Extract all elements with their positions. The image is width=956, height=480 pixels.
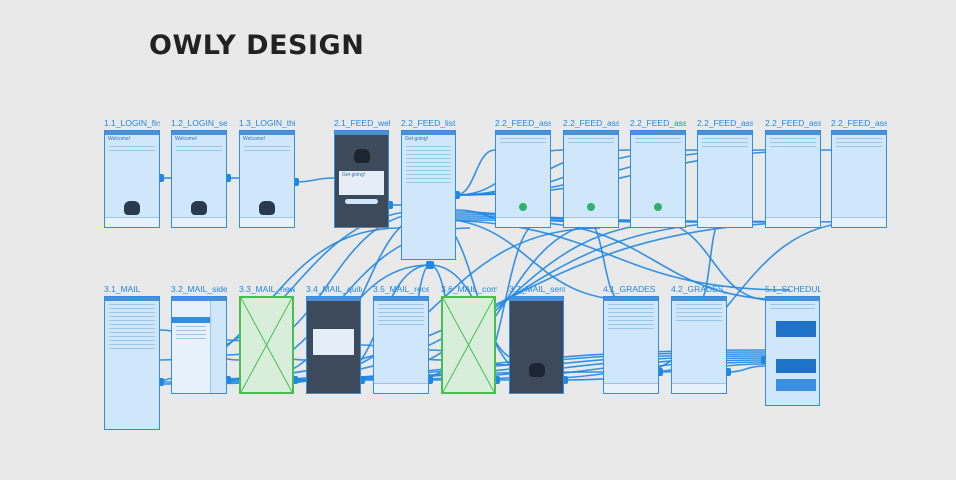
artboard-label-grades[interactable]: 4.1_GRADES [603,284,659,294]
artboard-label-mail-new[interactable]: 3.3_MAIL_new... [239,284,295,294]
artboard-grades-all[interactable] [671,296,727,394]
owl-mascot-icon [354,149,370,163]
artboard-label-feed-assist-5[interactable]: 2.2_FEED_assist... [765,118,821,128]
artboard-mail-compose[interactable] [441,296,496,394]
artboard-label-login-first[interactable]: 1.1_LOGIN_first... [104,118,160,128]
artboard-label-login-second[interactable]: 1.2_LOGIN_sec... [171,118,227,128]
connector-node-icon[interactable] [426,261,434,269]
artboard-mail-received[interactable] [373,296,429,394]
artboard-feed-assist-5[interactable] [765,130,821,228]
artboard-feed-assist-2[interactable] [563,130,619,228]
artboard-mail-new[interactable] [239,296,294,394]
artboard-heading: Get going! [339,171,384,179]
artboard-feed-assist-6[interactable] [831,130,887,228]
artboard-label-feed-assist-1[interactable]: 2.2_FEED_assist... [495,118,551,128]
artboard-label-mail-side[interactable]: 3.2_MAIL_side... [171,284,227,294]
artboard-label-feed-assist-3[interactable]: 2.2_FEED_assist... [630,118,686,128]
artboard-label-feed-list[interactable]: 2.2_FEED_list [401,118,457,128]
artboard-label-feed-assist-4[interactable]: 2.2_FEED_assist... [697,118,753,128]
artboard-login-first[interactable]: Welcome! [104,130,160,228]
artboard-mail-quit[interactable] [306,296,361,394]
artboard-label-mail[interactable]: 3.1_MAIL [104,284,160,294]
artboard-label-mail-quit[interactable]: 3.4_MAIL_quitd... [306,284,362,294]
placeholder-cross-icon [443,298,494,392]
artboard-label-login-third[interactable]: 1.3_LOGIN_thir... [239,118,295,128]
artboard-heading: Welcome! [105,135,159,143]
artboard-login-third[interactable]: Welcome! [239,130,295,228]
artboard-heading: Welcome! [172,135,226,143]
artboard-label-schedule[interactable]: 5.1_SCHEDULE [765,284,821,294]
artboard-label-mail-received[interactable]: 3.5_MAIL_recei... [373,284,429,294]
artboard-label-feed-welcome[interactable]: 2.1_FEED_welco... [334,118,390,128]
artboard-label-mail-sent[interactable]: 3.7_MAIL_sent [509,284,565,294]
artboard-heading: Get going! [402,135,455,143]
placeholder-cross-icon [241,298,292,392]
artboard-login-second[interactable]: Welcome! [171,130,227,228]
artboard-label-feed-assist-2[interactable]: 2.2_FEED_assist... [563,118,619,128]
artboard-feed-assist-1[interactable] [495,130,551,228]
artboard-schedule[interactable] [765,296,820,406]
artboard-label-mail-compose[interactable]: 3.6_MAIL_comp... [441,284,497,294]
artboard-mail-side[interactable] [171,296,227,394]
owl-mascot-icon [259,201,275,215]
artboard-label-feed-assist-6[interactable]: 2.2_FEED_assist... [831,118,887,128]
artboard-mail-sent[interactable] [509,296,564,394]
owl-mascot-icon [529,363,545,377]
artboard-feed-assist-4[interactable] [697,130,753,228]
connection-wire [456,150,495,195]
owl-mascot-icon [124,201,140,215]
artboard-feed-welcome[interactable]: Get going! [334,130,389,228]
owl-mascot-icon [191,201,207,215]
connection-wire [430,220,790,290]
connection-wire [295,178,334,182]
connection-wire [727,366,765,372]
artboard-feed-assist-3[interactable] [630,130,686,228]
artboard-grades[interactable] [603,296,659,394]
artboard-feed-list[interactable]: Get going! [401,130,456,260]
artboard-heading: Welcome! [240,135,294,143]
artboard-label-grades-all[interactable]: 4.2_GRADES_all... [671,284,727,294]
artboard-mail[interactable] [104,296,160,430]
